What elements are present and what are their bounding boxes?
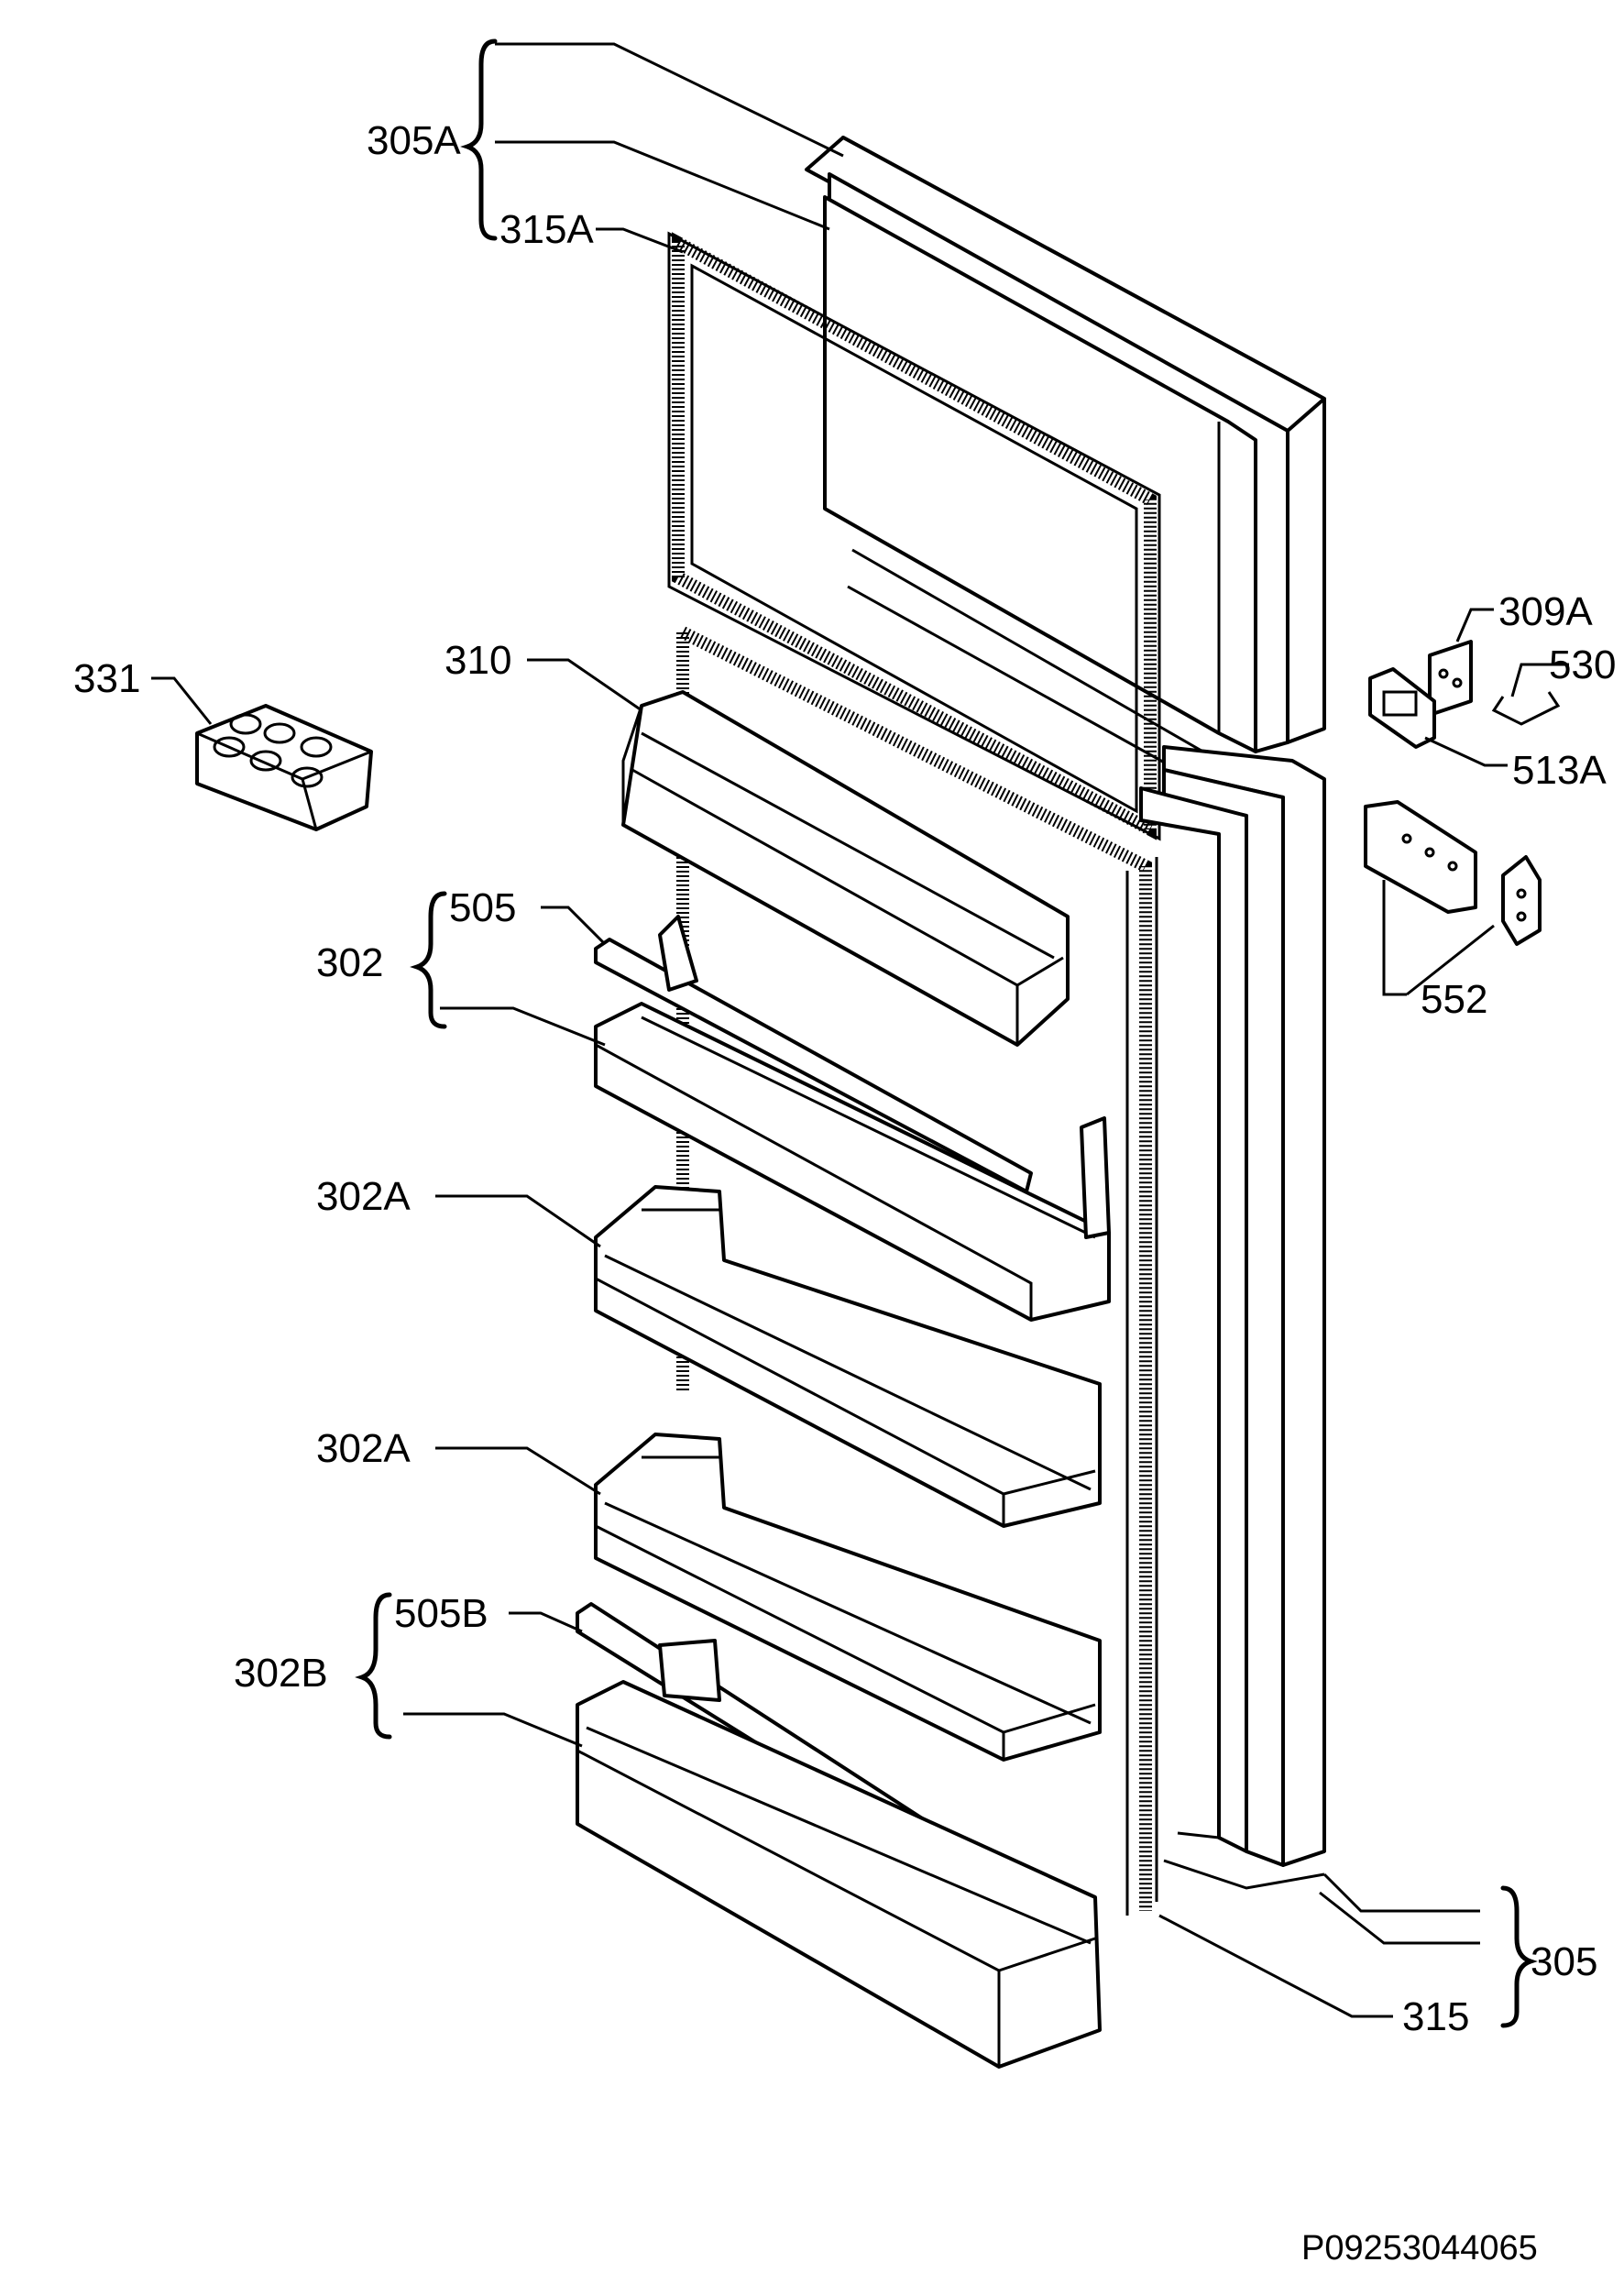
fridge-door-outer-panel xyxy=(1139,745,1326,1890)
freezer-gasket-315A xyxy=(667,231,1161,841)
label-513A: 513A xyxy=(1512,748,1607,793)
freezer-door-inner-panel xyxy=(823,195,1257,795)
door-shelf-302A-lower xyxy=(594,1433,1102,1762)
hinge-cover-309A xyxy=(1428,640,1473,717)
label-302B: 302B xyxy=(234,1651,328,1696)
label-505B: 505B xyxy=(394,1591,488,1636)
egg-tray-331 xyxy=(195,704,373,831)
brace-302B xyxy=(355,1592,392,1740)
label-302: 302 xyxy=(316,940,383,985)
door-shelf-302A-upper xyxy=(594,1185,1102,1528)
label-302A-lower: 302A xyxy=(316,1426,411,1471)
shelf-bar-505 xyxy=(594,915,1033,1193)
hinge-plate-552 xyxy=(1364,800,1477,914)
label-315: 315 xyxy=(1402,1994,1469,2039)
label-305A: 305A xyxy=(367,118,461,163)
label-315A: 315A xyxy=(499,207,594,252)
dairy-compartment-310 xyxy=(621,690,1070,1047)
hinge-clip-530 xyxy=(1491,691,1561,726)
bottle-shelf-302B xyxy=(576,1680,1102,2069)
braces xyxy=(355,38,1538,2028)
brace-305A xyxy=(460,38,498,241)
label-530: 530 xyxy=(1549,642,1616,687)
hinge-bracket-513A xyxy=(1368,667,1436,749)
door-shelf-302 xyxy=(594,1002,1111,1322)
leader-lines xyxy=(151,42,1569,2018)
label-305: 305 xyxy=(1531,1939,1597,1984)
label-552: 552 xyxy=(1421,977,1487,1022)
drawing-code: P09253044065 xyxy=(1301,2229,1538,2268)
label-331: 331 xyxy=(73,656,140,701)
label-302A-upper: 302A xyxy=(316,1174,411,1219)
part-labels: 305A 315A 331 310 302 505 302A 302A 302B… xyxy=(73,118,1616,2039)
hinge-bracket-552 xyxy=(1501,855,1542,946)
label-309A: 309A xyxy=(1498,589,1593,634)
brace-305 xyxy=(1500,1885,1538,2028)
brace-302 xyxy=(410,891,447,1029)
label-310: 310 xyxy=(444,638,511,683)
label-505: 505 xyxy=(449,885,516,930)
